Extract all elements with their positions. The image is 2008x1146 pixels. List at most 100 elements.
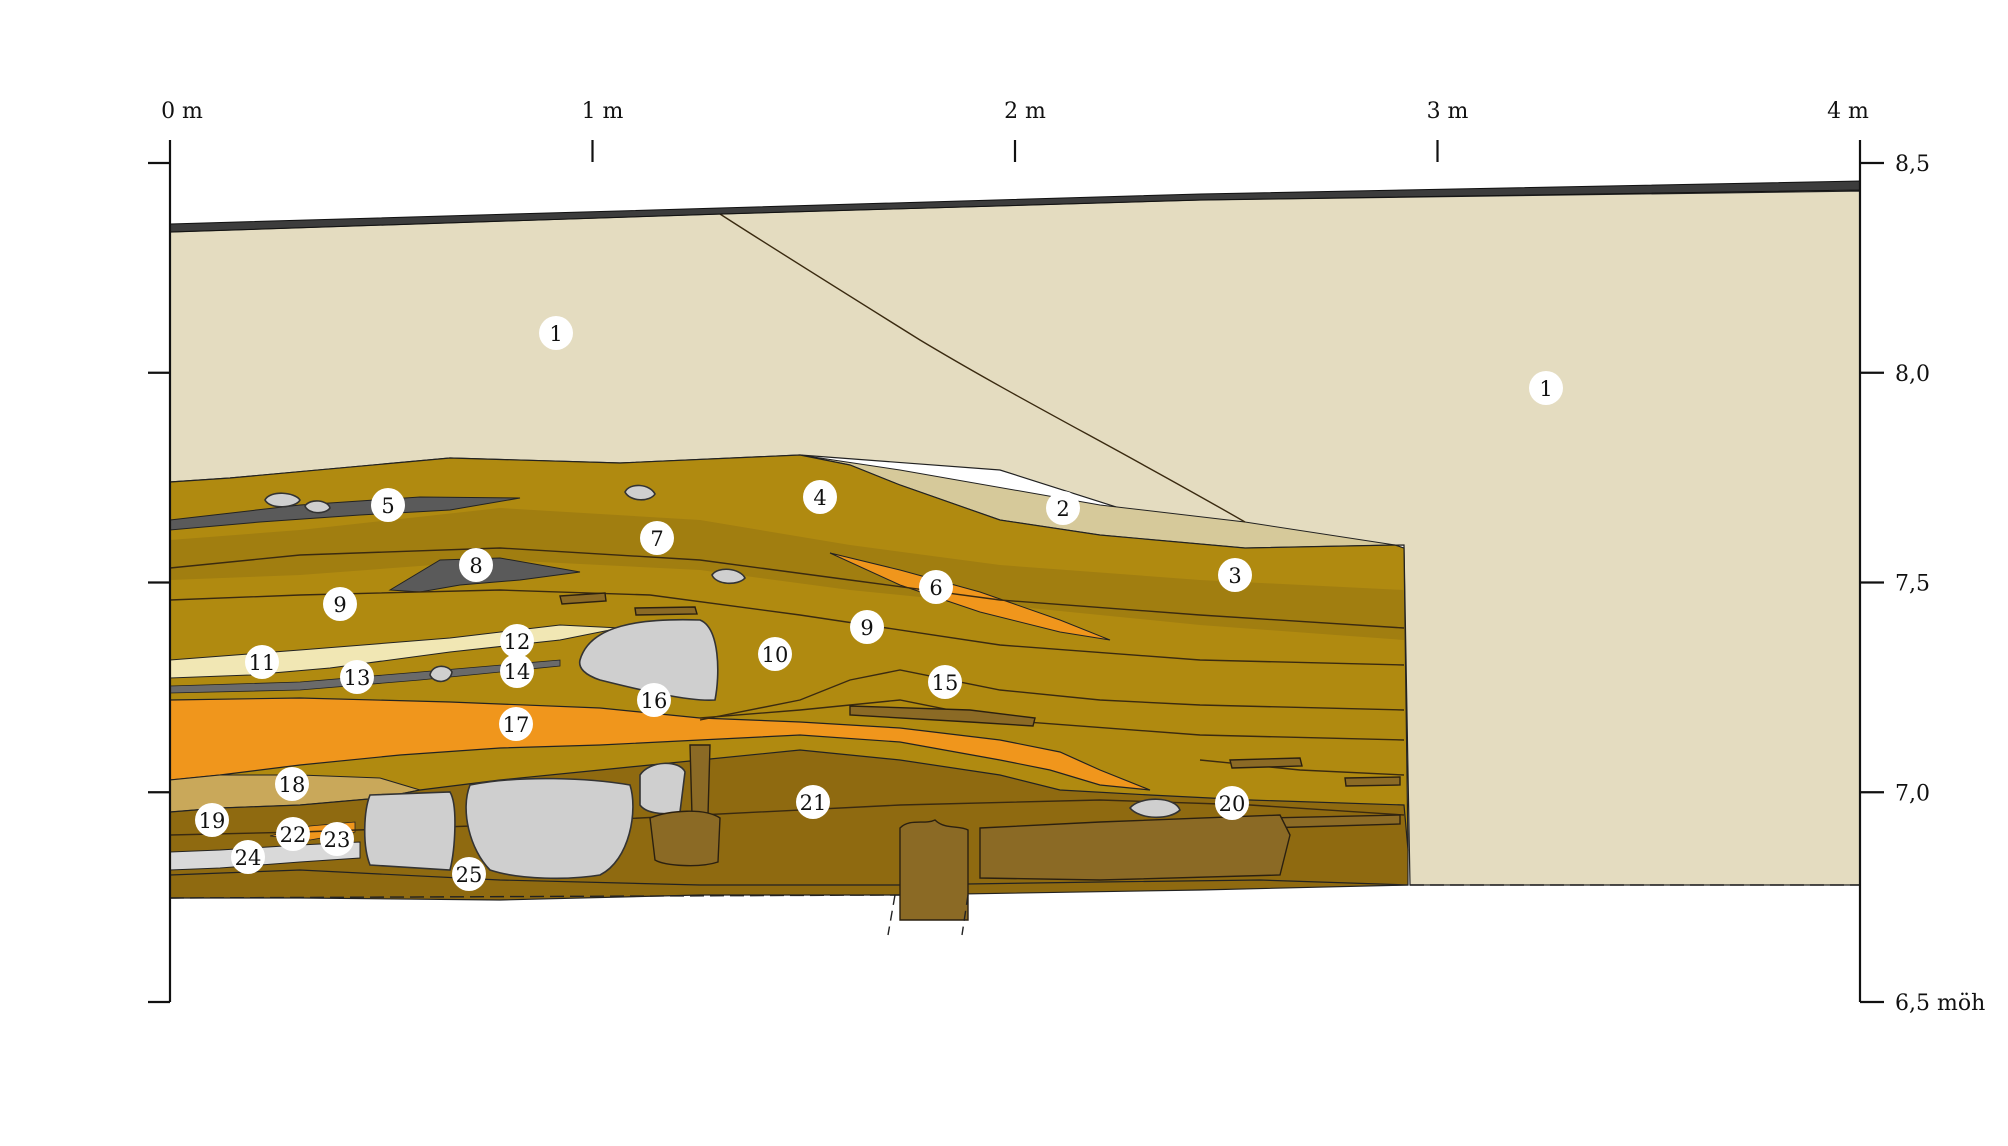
layer-label-text: 2 <box>1056 497 1069 521</box>
wood <box>1344 776 1401 787</box>
layer-label-text: 9 <box>860 616 873 640</box>
layer-label-text: 15 <box>932 671 959 695</box>
layer-label-bg <box>637 683 671 717</box>
layer-label-text: 23 <box>324 828 351 852</box>
layer-label-text: 18 <box>279 773 306 797</box>
layer-label-text: 20 <box>1219 792 1246 816</box>
stone <box>1128 798 1181 819</box>
wood <box>634 606 698 616</box>
boundary-line-1 <box>719 213 1246 523</box>
layer-label: 5 <box>371 488 405 522</box>
wood <box>559 592 607 605</box>
layer-label-bg <box>459 548 493 582</box>
layer-label: 6 <box>919 570 953 604</box>
layer-label-text: 22 <box>280 823 307 847</box>
layer-13 <box>169 659 561 694</box>
layer-label-bg <box>850 610 884 644</box>
layer-label: 22 <box>276 817 310 851</box>
x-tick-label: 4 m <box>1827 99 1869 124</box>
layer-17 <box>169 697 1151 791</box>
wood <box>899 819 969 921</box>
stone <box>429 665 453 683</box>
layer-label-bg <box>499 707 533 741</box>
bottom-boundary <box>169 884 1860 899</box>
layer-label-text: 16 <box>641 689 668 713</box>
y-tick-label: 8,5 <box>1895 152 1930 177</box>
layer-label: 24 <box>231 840 265 874</box>
layer-label-bg <box>758 637 792 671</box>
layer-label: 25 <box>452 857 486 891</box>
layer-label-bg <box>1215 786 1249 820</box>
stone <box>639 762 686 815</box>
layer-label-bg <box>323 587 357 621</box>
layer-label: 18 <box>275 767 309 801</box>
wood <box>1229 757 1303 769</box>
layer-label-bg <box>231 840 265 874</box>
layer-label: 3 <box>1218 558 1252 592</box>
layer-label: 1 <box>1529 371 1563 405</box>
layer-label-bg <box>320 822 354 856</box>
layer-label-text: 19 <box>199 809 226 833</box>
stone <box>711 568 746 585</box>
x-tick-label: 0 m <box>161 99 203 124</box>
layer-label: 9 <box>323 587 357 621</box>
layer-label-bg <box>452 857 486 891</box>
x-tick-label: 1 m <box>582 99 624 124</box>
layer-label: 19 <box>195 803 229 837</box>
layer-label: 8 <box>459 548 493 582</box>
boundary-line-2 <box>169 547 1405 629</box>
stone <box>304 500 331 514</box>
layer-label-text: 3 <box>1228 564 1241 588</box>
layer-label-text: 6 <box>929 576 942 600</box>
stone <box>264 492 301 508</box>
layer-25 <box>169 869 1409 901</box>
layer-label: 7 <box>640 521 674 555</box>
layer-label-bg <box>539 316 573 350</box>
y-axis: 8,58,07,57,06,5 möh <box>148 140 1985 1016</box>
layer-label-text: 8 <box>469 554 482 578</box>
layer-label-text: 5 <box>381 494 394 518</box>
y-tick-label: 6,5 möh <box>1895 991 1985 1016</box>
layer-label-bg <box>276 817 310 851</box>
layer-label-text: 11 <box>249 651 276 675</box>
layer-label-text: 13 <box>344 666 371 690</box>
layer-label: 14 <box>500 654 534 688</box>
layer-label-bg <box>340 660 374 694</box>
layer-label-text: 24 <box>235 846 262 870</box>
layer-label-text: 7 <box>650 527 663 551</box>
stone <box>465 777 634 880</box>
layer-label-bg <box>796 785 830 819</box>
layer-label-bg <box>275 767 309 801</box>
layer-label: 17 <box>499 707 533 741</box>
layer-label: 20 <box>1215 786 1249 820</box>
layer-label-bg <box>928 665 962 699</box>
layer-label-bg <box>500 624 534 658</box>
layer-label-text: 9 <box>333 593 346 617</box>
layer-label-bg <box>1218 558 1252 592</box>
layer-label-bg <box>500 654 534 688</box>
layer-label: 9 <box>850 610 884 644</box>
layer-label: 21 <box>796 785 830 819</box>
y-tick-label: 7,5 <box>1895 572 1930 597</box>
layer-label-bg <box>919 570 953 604</box>
layer-label-text: 14 <box>504 660 531 684</box>
layer-label-text: 1 <box>549 322 562 346</box>
layer-label-bg <box>640 521 674 555</box>
x-tick-label: 3 m <box>1427 99 1469 124</box>
layer-label-text: 12 <box>504 630 531 654</box>
layer-label: 23 <box>320 822 354 856</box>
stone <box>578 618 719 702</box>
wood <box>649 810 721 867</box>
layer-label: 16 <box>637 683 671 717</box>
wood <box>689 744 711 816</box>
layer-label-text: 10 <box>762 643 789 667</box>
stone <box>624 484 656 501</box>
layer-label: 1 <box>539 316 573 350</box>
layer-label-text: 21 <box>800 791 827 815</box>
layer-label: 11 <box>245 645 279 679</box>
wood <box>979 814 1291 881</box>
layer-label-bg <box>371 488 405 522</box>
